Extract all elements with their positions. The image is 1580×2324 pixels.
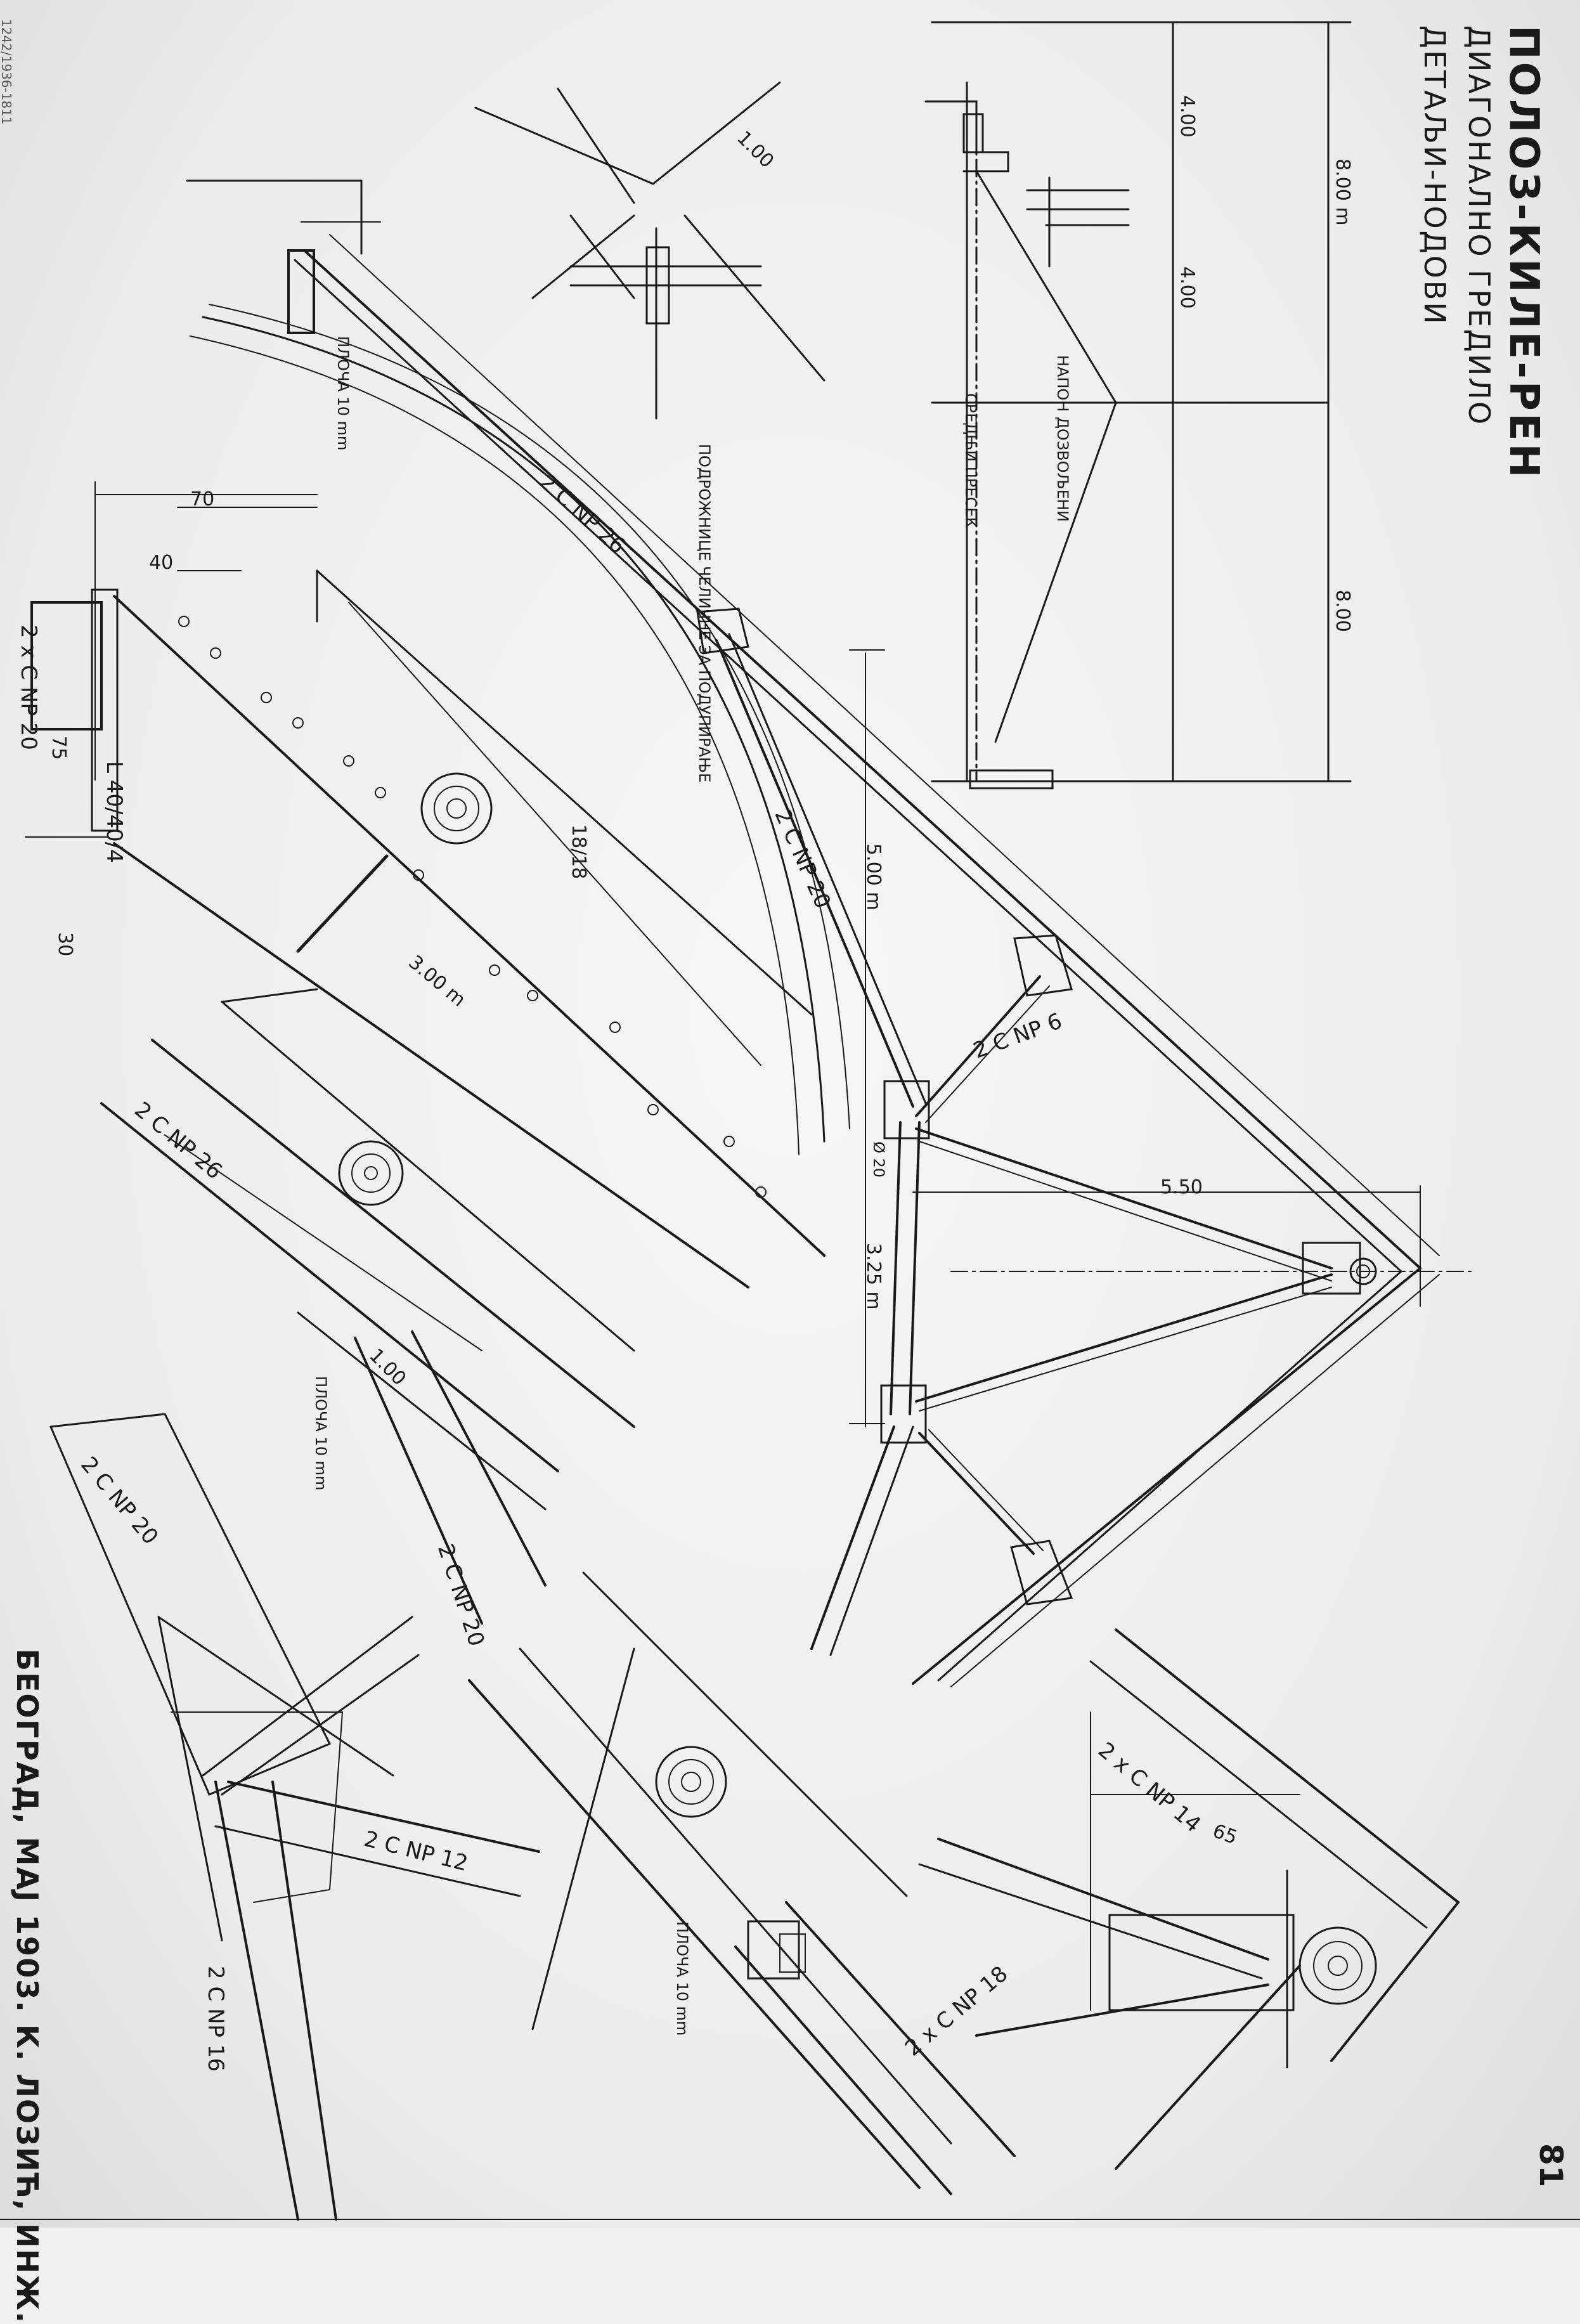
dim-half: 8.00 bbox=[1331, 590, 1354, 632]
title-line-3: ДЕТАЉИ-НОДОВИ bbox=[1418, 25, 1452, 326]
note-plate-a: ПЛОЧА 10 mm bbox=[312, 1376, 330, 1491]
dim-40: 40 bbox=[149, 552, 174, 574]
member-post: 2 C NP 16 bbox=[203, 1966, 228, 2072]
ridge-node-detail bbox=[468, 1571, 1016, 2195]
knee-brace-detail bbox=[157, 1616, 540, 2221]
note-plate-b: ПЛОЧА 10 mm bbox=[673, 1921, 691, 2036]
page-number: 81 bbox=[1532, 2143, 1569, 2188]
note-plate: ПЛОЧА 10 mm bbox=[334, 336, 352, 451]
dim-post: 3.25 m bbox=[862, 1243, 884, 1310]
edge-note: 1242/1936-1811 bbox=[0, 19, 14, 125]
dim-70: 70 bbox=[190, 488, 215, 510]
title-line-2: ДИАГОНАЛНО ГРЕДИЛО bbox=[1462, 25, 1496, 427]
truss-drawing bbox=[0, 21, 1580, 2221]
dim-30: 30 bbox=[54, 932, 76, 957]
eaves-node-detail bbox=[25, 179, 826, 1289]
note-side: НАПОН ДОЗВОЉЕНИ bbox=[1054, 355, 1072, 522]
author-stamp: БЕОГРАД, МАЈ 1903. К. ЛОЗИЋ, ИНЖ. bbox=[10, 1649, 44, 2324]
elevation-dimension-chain bbox=[924, 21, 1352, 789]
truss-elevation bbox=[190, 234, 1472, 1687]
dim-rafter: 5.00 m bbox=[862, 843, 884, 911]
member-bolt: Ø 20 bbox=[870, 1141, 888, 1178]
member-chord: 2 x C NP 20 bbox=[16, 625, 41, 750]
dim-total: 8.00 m bbox=[1331, 159, 1354, 226]
note-purlin: ПОДРОЖНИЦЕ ЧЕЛИЧНЕ ЗА ПОДУПИРАЊЕ bbox=[696, 444, 713, 783]
cross-section-detail bbox=[474, 81, 826, 420]
rafter-strut-detail bbox=[49, 988, 635, 1796]
dim-purlin: 18/18 bbox=[567, 824, 590, 880]
dim-75: 75 bbox=[48, 736, 70, 760]
apex-plate-detail bbox=[918, 1628, 1460, 2170]
title-line-1: ПОЛОЗ-КИЛЕ-РЕН bbox=[1500, 25, 1547, 481]
dim-tie: 5.50 bbox=[1160, 1176, 1203, 1198]
dim-seg-b: 4.00 bbox=[1176, 266, 1198, 309]
member-angle: L 40/40/4 bbox=[101, 761, 127, 863]
note-side-2: СРЕДЊИ ПРЕСЕК bbox=[962, 393, 980, 528]
dim-seg-a: 4.00 bbox=[1176, 95, 1198, 138]
